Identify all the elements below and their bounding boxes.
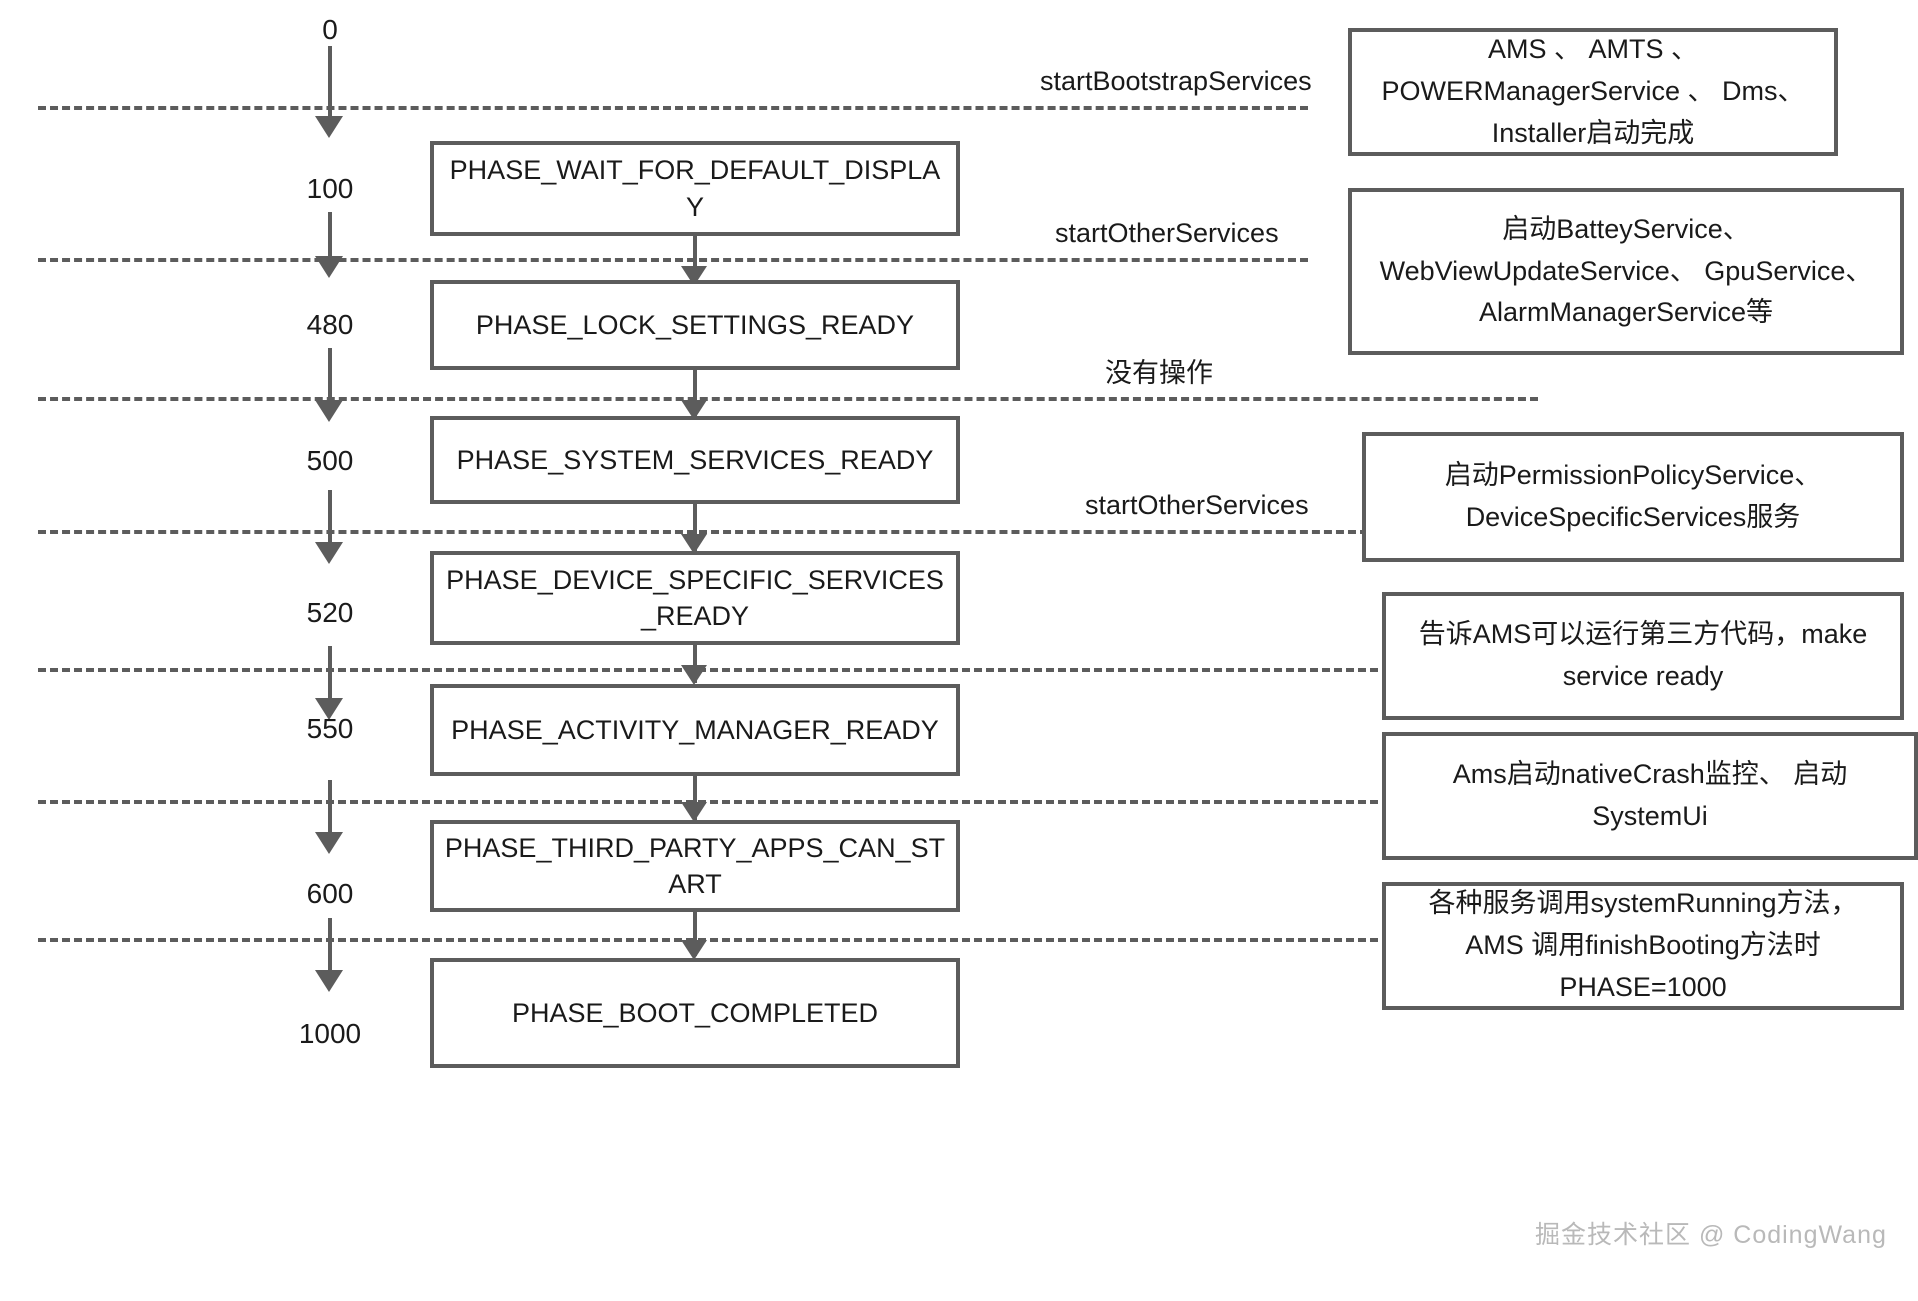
phase-connector-2: [693, 504, 697, 552]
timeline-tick-500: 500: [306, 445, 354, 476]
separator-line-2: [38, 258, 1308, 262]
phase-box-device-specific-services-ready[interactable]: PHASE_DEVICE_SPECIFIC_SERVICES_READY: [430, 551, 960, 645]
phase-box-boot-completed[interactable]: PHASE_BOOT_COMPLETED: [430, 958, 960, 1068]
separator-line-5: [38, 668, 1390, 672]
phase-connector-0: [693, 236, 697, 276]
timeline-segment-5: [328, 780, 332, 842]
phase-connector-arrow-1: [681, 400, 707, 420]
timeline-segment-3: [328, 490, 332, 552]
phase-connector-1: [693, 370, 697, 418]
timeline-tick-0: 0: [322, 14, 338, 45]
phase-connector-5: [693, 912, 697, 956]
phase-box-lock-settings-ready[interactable]: PHASE_LOCK_SETTINGS_READY: [430, 280, 960, 370]
phase-box-wait-for-default-display[interactable]: PHASE_WAIT_FOR_DEFAULT_DISPLAY: [430, 141, 960, 236]
timeline-arrow-1: [315, 256, 343, 278]
timeline-segment-2: [328, 348, 332, 410]
timeline-tick-480: 480: [306, 309, 354, 340]
note-box-other-services-battery[interactable]: 启动BatteyService、 WebViewUpdateService、 G…: [1348, 188, 1904, 355]
separator-line-7: [38, 938, 1390, 942]
phase-connector-3: [693, 645, 697, 683]
phase-connector-arrow-3: [681, 665, 707, 685]
timeline-tick-100: 100: [306, 173, 354, 204]
note-box-system-running-finish-booting[interactable]: 各种服务调用systemRunning方法，AMS 调用finishBootin…: [1382, 882, 1904, 1010]
note-box-make-service-ready[interactable]: 告诉AMS可以运行第三方代码，make service ready: [1382, 592, 1904, 720]
timeline-segment-4: [328, 646, 332, 708]
phase-box-activity-manager-ready[interactable]: PHASE_ACTIVITY_MANAGER_READY: [430, 684, 960, 776]
separator-label-no-operation: 没有操作: [1105, 358, 1213, 388]
phase-connector-4: [693, 776, 697, 820]
separator-line-3: [38, 397, 1538, 401]
watermark: 掘金技术社区 @ CodingWang: [1535, 1221, 1887, 1249]
timeline-segment-0: [328, 46, 332, 128]
timeline-arrow-6: [315, 970, 343, 992]
separator-line-4: [38, 530, 1368, 534]
separator-label-start-other-services-1: startOtherServices: [1055, 218, 1279, 248]
timeline-arrow-5: [315, 832, 343, 854]
timeline-tick-520: 520: [306, 597, 354, 628]
phase-connector-arrow-4: [681, 802, 707, 822]
separator-label-start-other-services-2: startOtherServices: [1085, 490, 1309, 520]
timeline-arrow-4: [315, 698, 343, 720]
timeline-arrow-0: [315, 116, 343, 138]
note-box-bootstrap-services[interactable]: AMS 、 AMTS 、 POWERManagerService 、 Dms、 …: [1348, 28, 1838, 156]
timeline-arrow-2: [315, 400, 343, 422]
separator-label-start-bootstrap-services: startBootstrapServices: [1040, 66, 1312, 96]
timeline-tick-550: 550: [306, 713, 354, 744]
phase-box-third-party-apps-can-start[interactable]: PHASE_THIRD_PARTY_APPS_CAN_START: [430, 820, 960, 912]
separator-line-1: [38, 106, 1308, 110]
timeline-segment-1: [328, 212, 332, 264]
timeline-segment-6: [328, 918, 332, 980]
note-box-native-crash-systemui[interactable]: Ams启动nativeCrash监控、 启动SystemUi: [1382, 732, 1918, 860]
timeline-tick-600: 600: [306, 878, 354, 909]
phase-box-system-services-ready[interactable]: PHASE_SYSTEM_SERVICES_READY: [430, 416, 960, 504]
timeline-arrow-3: [315, 542, 343, 564]
timeline-tick-1000: 1000: [298, 1018, 362, 1049]
phase-connector-arrow-5: [681, 940, 707, 960]
note-box-permission-policy-service[interactable]: 启动PermissionPolicyService、 DeviceSpecifi…: [1362, 432, 1904, 562]
separator-line-6: [38, 800, 1390, 804]
phase-connector-arrow-2: [681, 534, 707, 554]
